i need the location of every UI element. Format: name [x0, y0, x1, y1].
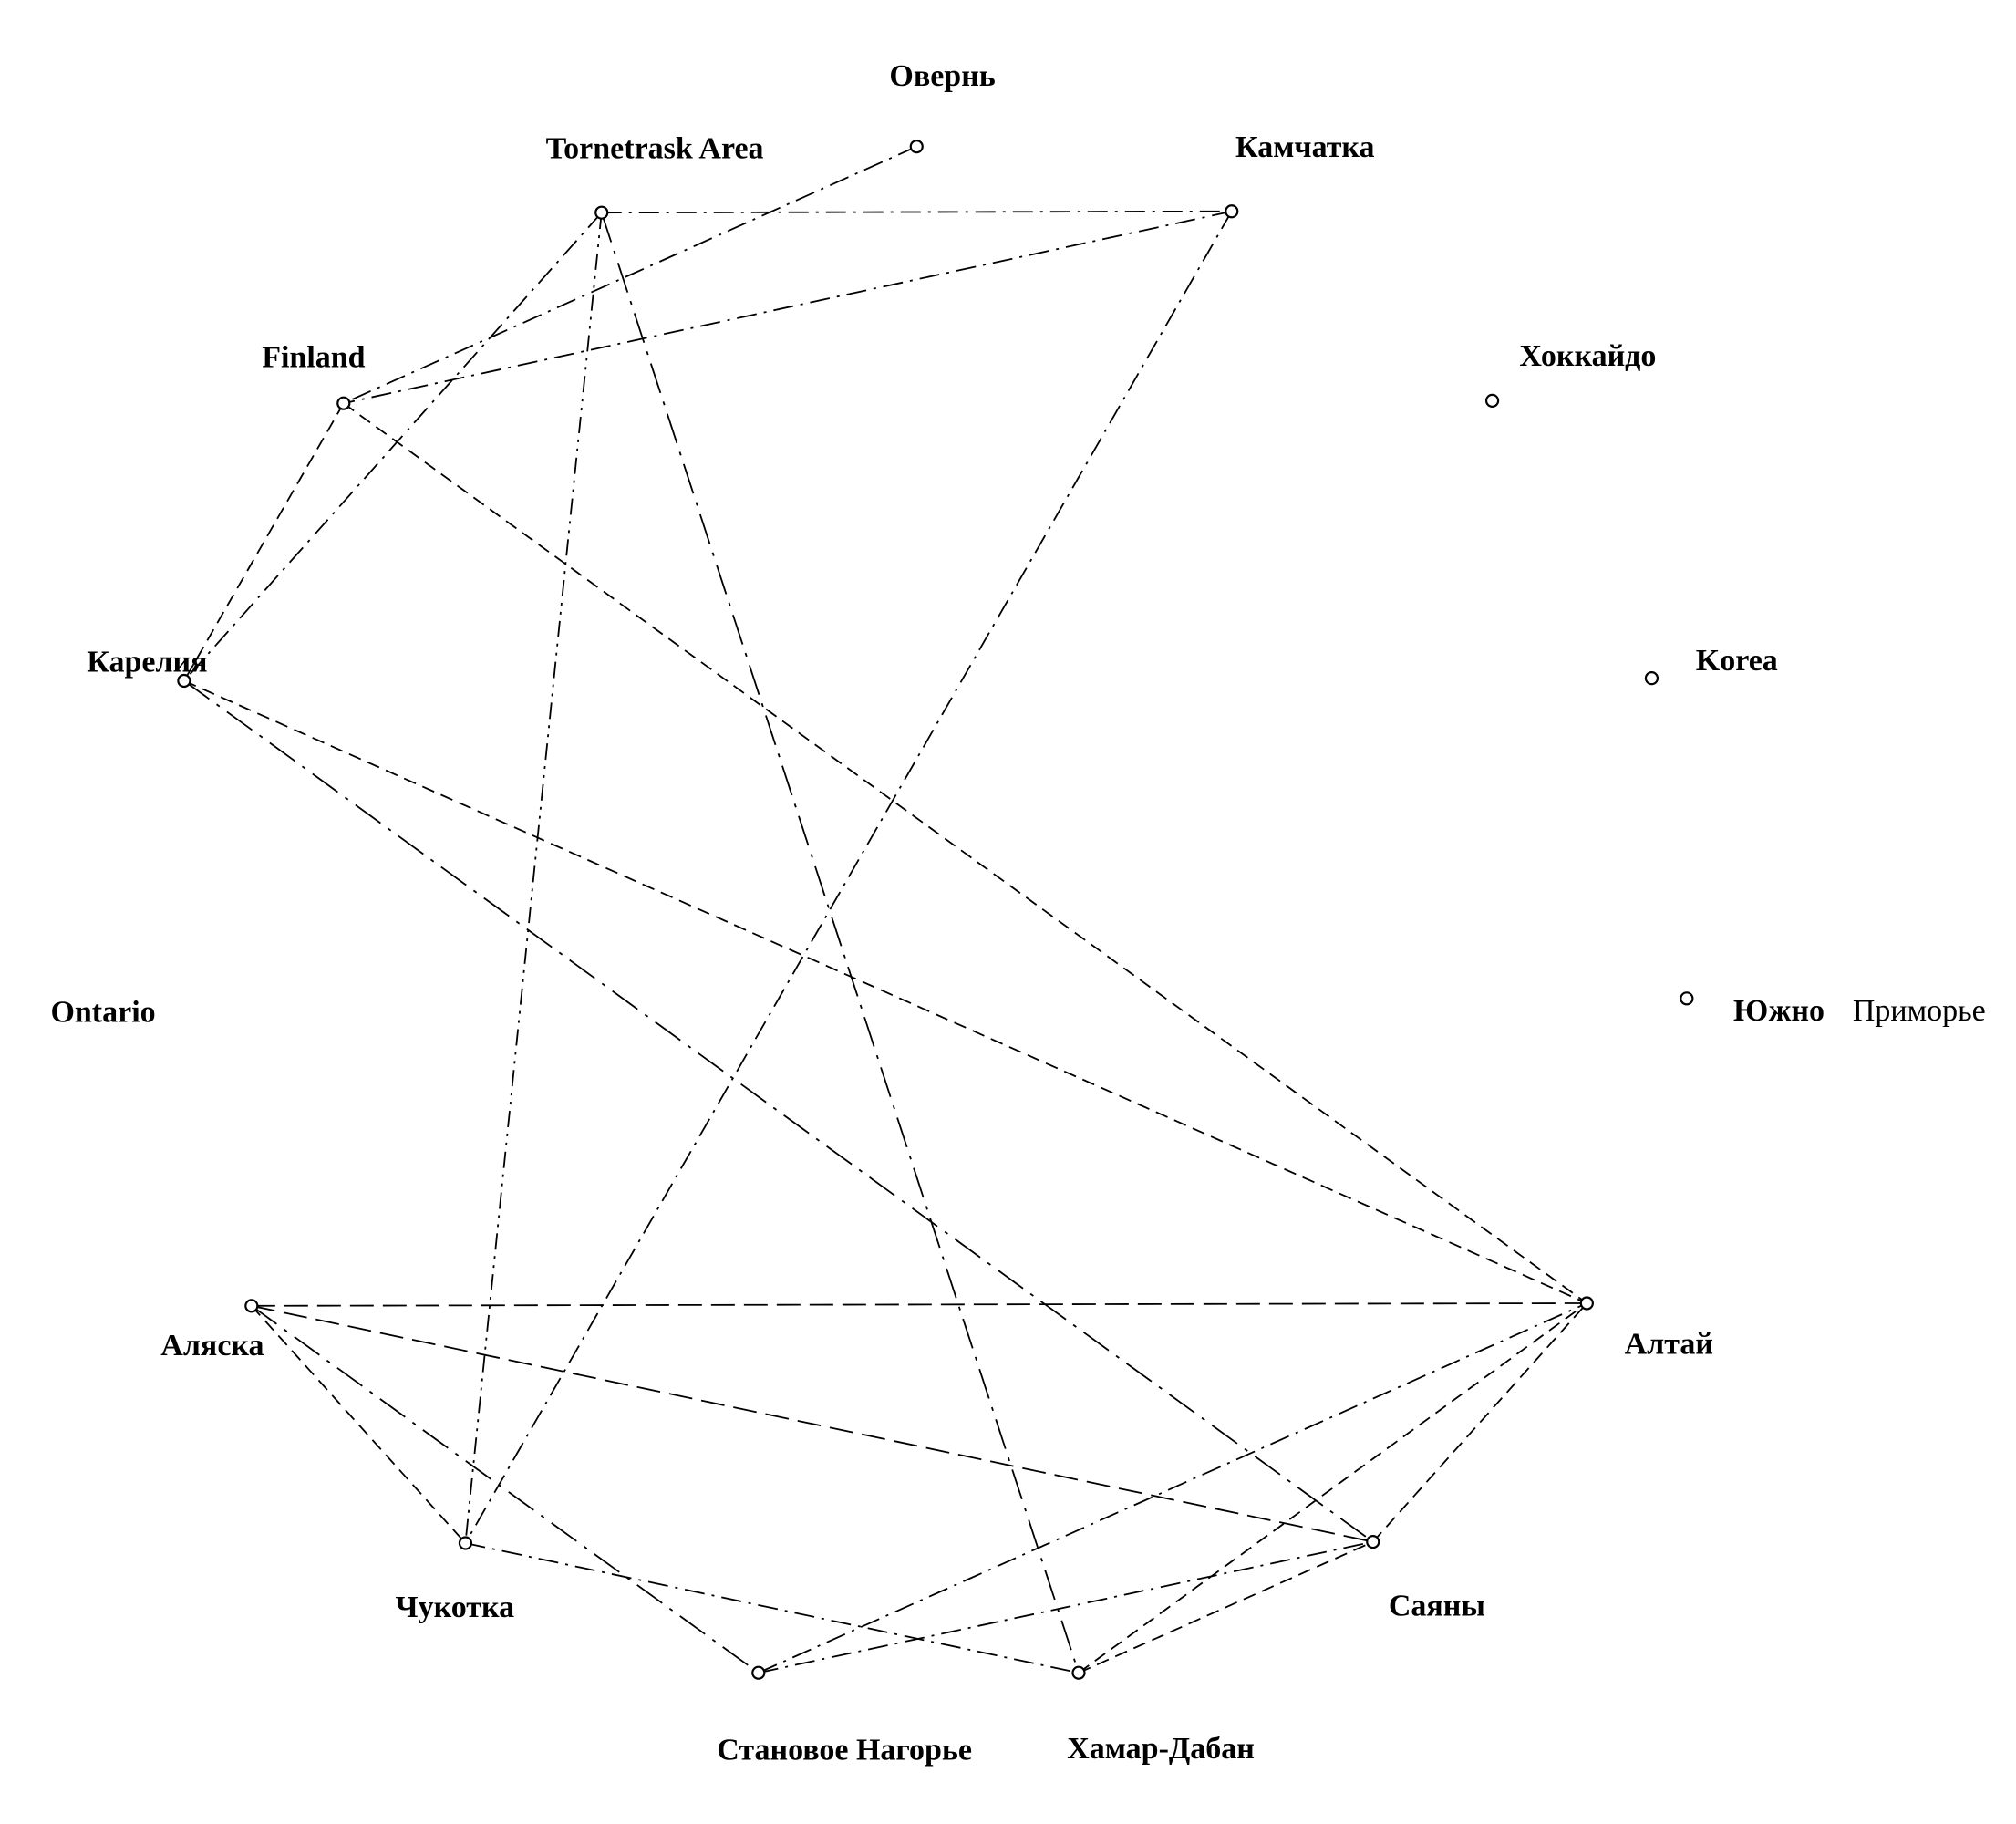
- edge-alaska-sayany: [251, 1304, 1373, 1543]
- edge-kamchatka-finland: [343, 210, 1232, 405]
- node-marker-finland: [336, 396, 351, 410]
- edge-alaska-chukotka: [251, 1305, 467, 1544]
- node-marker-south_primorye: [1680, 991, 1694, 1006]
- node-marker-stanovoe: [751, 1665, 766, 1680]
- edge-khamar_daban-altai: [1078, 1302, 1587, 1674]
- node-marker-chukotka: [458, 1536, 473, 1550]
- node-marker-kamchatka: [1225, 204, 1239, 219]
- node-label-sayany: Саяны: [1389, 1590, 1485, 1623]
- edge-tornetrask-khamar_daban: [600, 212, 1080, 1674]
- edge-alaska-altai: [251, 1302, 1587, 1307]
- node-marker-altai: [1579, 1296, 1594, 1311]
- edge-auvergne-finland: [343, 145, 917, 405]
- edge-sayany-altai: [1372, 1302, 1588, 1543]
- edge-tornetrask-chukotka: [464, 212, 603, 1544]
- node-label-karelia: Карелия: [87, 646, 207, 679]
- node-marker-korea: [1644, 671, 1659, 686]
- node-label-hokkaido: Хоккайдо: [1519, 339, 1656, 373]
- node-label-khamar_daban: Хамар-Дабан: [1067, 1732, 1255, 1766]
- edge-khamar_daban-sayany: [1078, 1540, 1374, 1674]
- node-label-chukotka: Чукотка: [396, 1591, 514, 1624]
- node-label-auvergne: Овернь: [889, 59, 995, 93]
- node-label-ontario: Ontario: [50, 995, 155, 1029]
- edge-stanovoe-altai: [758, 1302, 1587, 1674]
- node-label-altai: Алтай: [1625, 1327, 1713, 1361]
- node-label-extra-south_primorye: Приморье: [1853, 994, 1986, 1028]
- node-label-stanovoe: Становое Нагорье: [717, 1733, 972, 1767]
- nodes-layer: [177, 140, 1694, 1680]
- node-marker-khamar_daban: [1071, 1665, 1086, 1680]
- node-marker-auvergne: [909, 140, 924, 154]
- edge-finland-karelia: [183, 402, 345, 681]
- node-label-finland: Finland: [262, 340, 365, 374]
- edge-stanovoe-sayany: [758, 1540, 1373, 1674]
- edge-karelia-altai: [183, 679, 1587, 1304]
- node-marker-tornetrask: [594, 205, 609, 220]
- edge-chukotka-khamar_daban: [465, 1542, 1080, 1674]
- node-label-alaska: Аляска: [160, 1329, 264, 1363]
- edge-finland-altai: [343, 402, 1587, 1304]
- node-marker-alaska: [244, 1299, 259, 1313]
- node-marker-karelia: [177, 673, 191, 689]
- node-marker-hokkaido: [1484, 393, 1500, 408]
- node-marker-sayany: [1366, 1534, 1380, 1549]
- node-label-kamchatka: Камчатка: [1235, 130, 1374, 164]
- edge-karelia-sayany: [183, 679, 1374, 1543]
- node-label-korea: Korea: [1696, 644, 1778, 678]
- edge-tornetrask-karelia: [183, 212, 603, 682]
- node-label-south_primorye: Южно: [1733, 994, 1825, 1028]
- edges-layer: [183, 145, 1588, 1674]
- edge-kamchatka-chukotka: [464, 211, 1233, 1544]
- node-label-tornetrask: Tornetrask Area: [546, 131, 764, 165]
